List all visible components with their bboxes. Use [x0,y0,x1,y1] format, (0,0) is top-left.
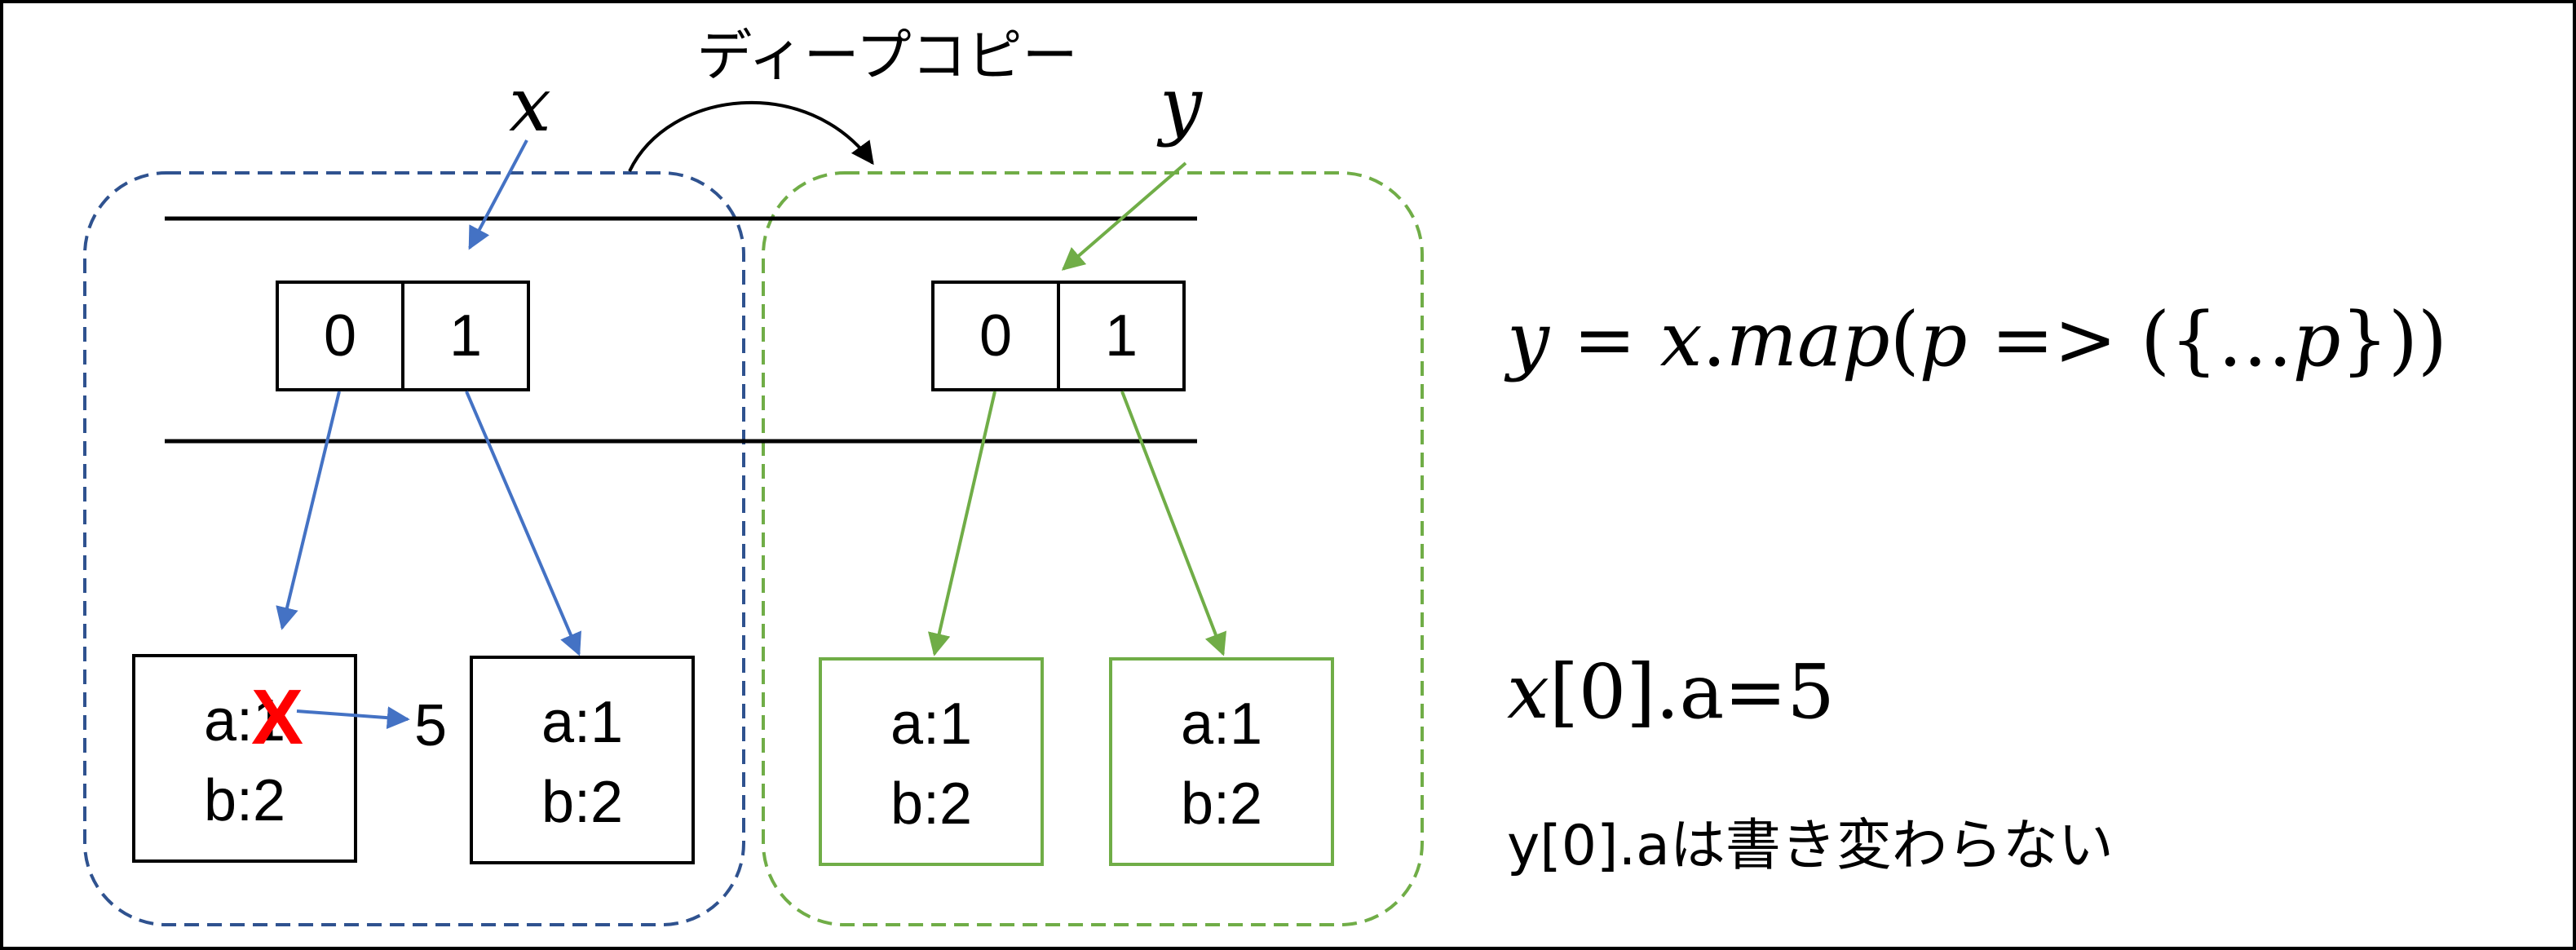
y-object-1: a:1 b:2 [1109,657,1334,866]
y-array-index-0: 0 [979,303,1012,369]
x-array-index-0: 0 [324,303,356,369]
formula-dot: . [1702,296,1725,383]
deep-copy-label: ディープコピー [696,24,1077,89]
formula-p2: p [2293,296,2341,383]
x-object-0-prop-b: b:2 [204,768,285,833]
y-memory-group [762,171,1424,926]
y-array: 0 1 [931,281,1186,391]
cross-out-mark: X [251,674,303,761]
y-pointer-arrow [1061,161,1187,271]
y-object-1-prop-a: a:1 [1181,692,1262,757]
formula-open: ( [1890,296,1920,383]
reassign-arrow [296,706,410,730]
deep-copy-arrow [628,100,874,172]
assignment-x: x [1507,648,1549,736]
y-object-1-prop-b: b:2 [1181,771,1262,837]
note-text: y[0].aは書き変わらない [1507,814,2114,878]
y-array-cell-0 [931,281,1060,391]
deep-copy-formula: y = x.map(p => ({…p})) [1504,296,2447,383]
x-array: 0 1 [276,281,530,391]
x-array-index-1: 1 [449,303,482,369]
y-array-index-1: 1 [1105,303,1138,369]
y-object-0-prop-b: b:2 [890,771,972,837]
y-object-0-box [819,657,1044,866]
x-pointer-arrow [468,139,528,250]
y-array-cell-1 [1057,281,1186,391]
var-x-label: x [509,61,551,148]
formula-eq: = [1549,296,1660,383]
x-object-0: a:1 b:2 [132,654,357,863]
formula-close: })) [2341,296,2447,383]
x-ref-arrow-0 [276,391,341,630]
y-ref-arrow-1 [1120,391,1227,656]
x-memory-group [83,171,745,926]
formula-y: y [1504,296,1550,383]
x-array-cell-0 [276,281,404,391]
assignment-rest: [0].a=5 [1549,648,1835,736]
y-ref-arrow-0 [927,391,996,656]
x-object-0-prop-a: a:1 [204,688,285,753]
assignment-statement: x[0].a=5 [1507,648,1835,736]
y-object-0: a:1 b:2 [819,657,1044,866]
formula-map: map [1726,296,1890,383]
x-array-cell-1 [401,281,530,391]
var-y-label: y [1156,61,1203,148]
x-object-1-prop-b: b:2 [541,770,623,835]
formula-brace: ({… [2141,296,2292,383]
x-object-1-box [470,656,695,864]
x-object-1-prop-a: a:1 [541,690,623,755]
formula-p: p [1920,296,1968,383]
x-ref-arrow-1 [465,391,581,656]
y-object-0-prop-a: a:1 [890,692,972,757]
new-value-label: 5 [414,693,447,758]
x-object-0-box [132,654,357,863]
formula-arrow: => [1968,296,2141,383]
y-object-1-box [1109,657,1334,866]
x-object-1: a:1 b:2 [470,656,695,864]
formula-x: x [1660,296,1703,383]
